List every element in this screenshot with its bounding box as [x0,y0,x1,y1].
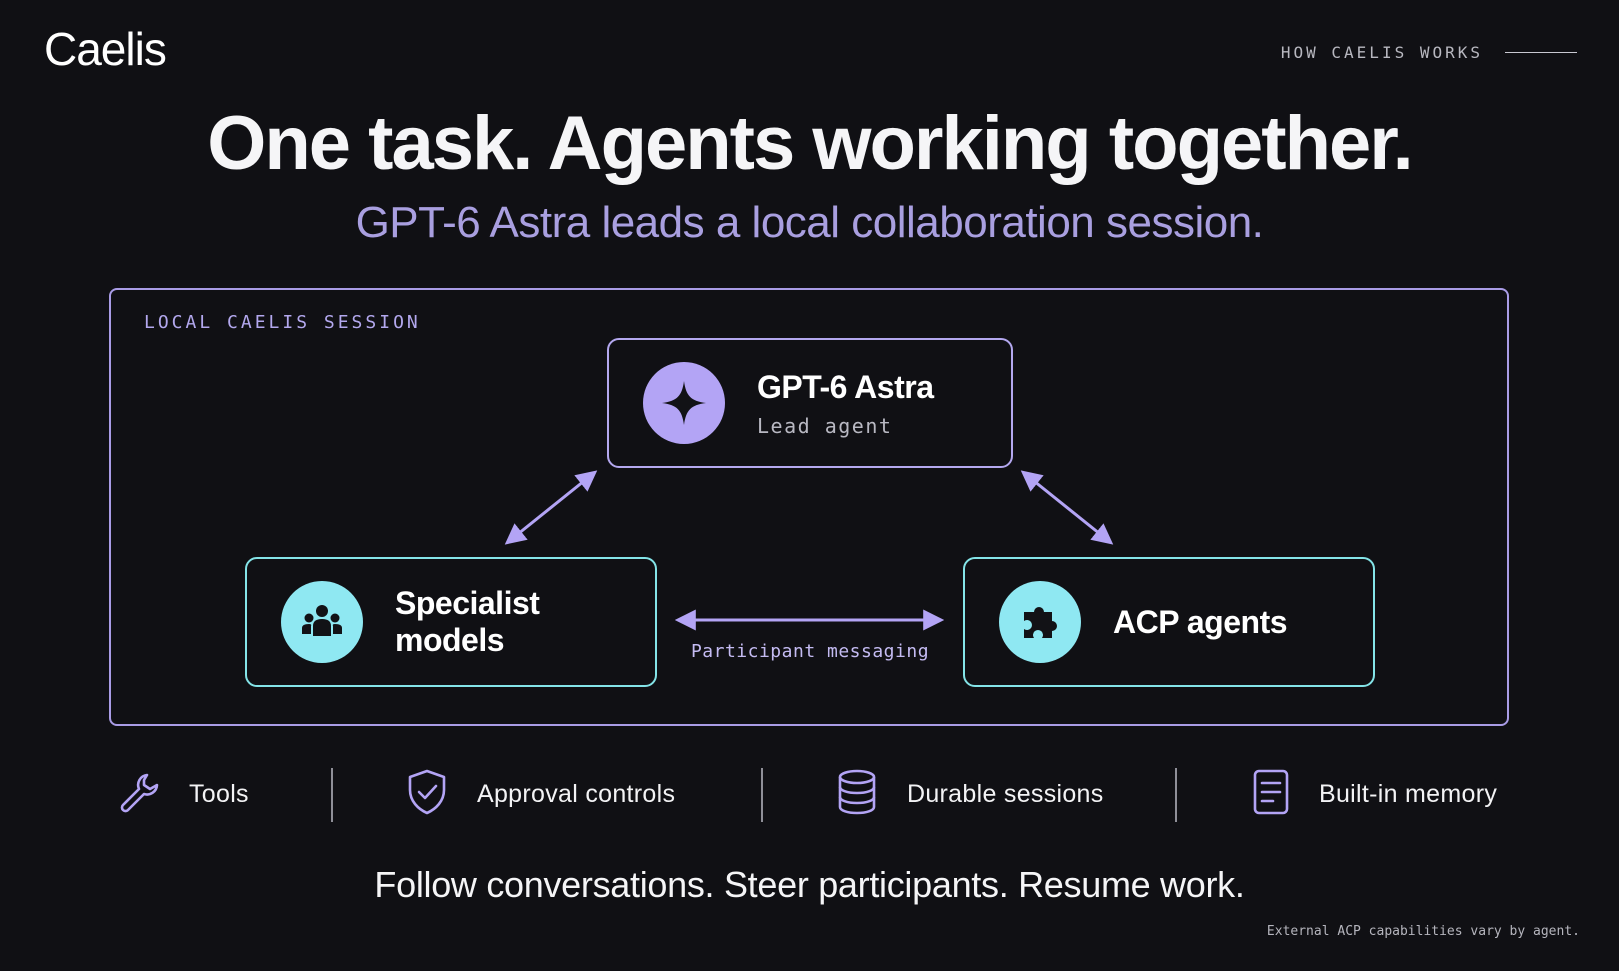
headline: One task. Agents working together. [207,101,1414,186]
sparkle-icon [643,362,725,444]
lead-agent-subtitle: Lead agent [757,413,893,438]
acp-agents-node: ACP agents [963,557,1375,687]
feature-divider [331,768,333,822]
feature-tools: Tools [117,766,249,822]
session-label: LOCAL CAELIS SESSION [144,312,421,333]
document-icon [1251,768,1291,821]
acp-agents-title: ACP agents [1113,603,1288,640]
wrench-icon [117,770,161,819]
section-label-rule [1505,52,1577,53]
feature-durable-sessions-label: Durable sessions [907,779,1104,808]
session-frame: LOCAL CAELIS SESSION [109,288,1509,726]
lead-agent-node: GPT-6 Astra Lead agent [607,338,1013,468]
specialist-models-node: Specialist models [245,557,657,687]
database-icon [835,768,879,821]
feature-built-in-memory: Built-in memory [1251,766,1497,822]
shield-check-icon [405,768,449,821]
people-group-icon [281,581,363,663]
puzzle-piece-icon [999,581,1081,663]
specialist-models-title: Specialist models [395,585,540,658]
brand-logo: Caelis [44,23,167,75]
feature-approval-controls-label: Approval controls [477,779,676,808]
tagline: Follow conversations. Steer participants… [374,864,1245,905]
section-label: HOW CAELIS WORKS [1281,43,1577,62]
feature-approval-controls: Approval controls [405,766,675,822]
feature-row: Tools Approval controls Durable sessions [109,766,1509,822]
footnote: External ACP capabilities vary by agent. [1266,924,1580,939]
participant-messaging-label: Participant messaging [690,641,930,662]
feature-divider [1175,768,1177,822]
subheadline: GPT-6 Astra leads a local collaboration … [355,198,1264,247]
feature-durable-sessions: Durable sessions [835,766,1104,822]
feature-divider [761,768,763,822]
feature-built-in-memory-label: Built-in memory [1319,779,1498,808]
feature-tools-label: Tools [189,779,249,808]
section-label-text: HOW CAELIS WORKS [1280,43,1483,62]
lead-agent-title: GPT-6 Astra [757,368,934,405]
